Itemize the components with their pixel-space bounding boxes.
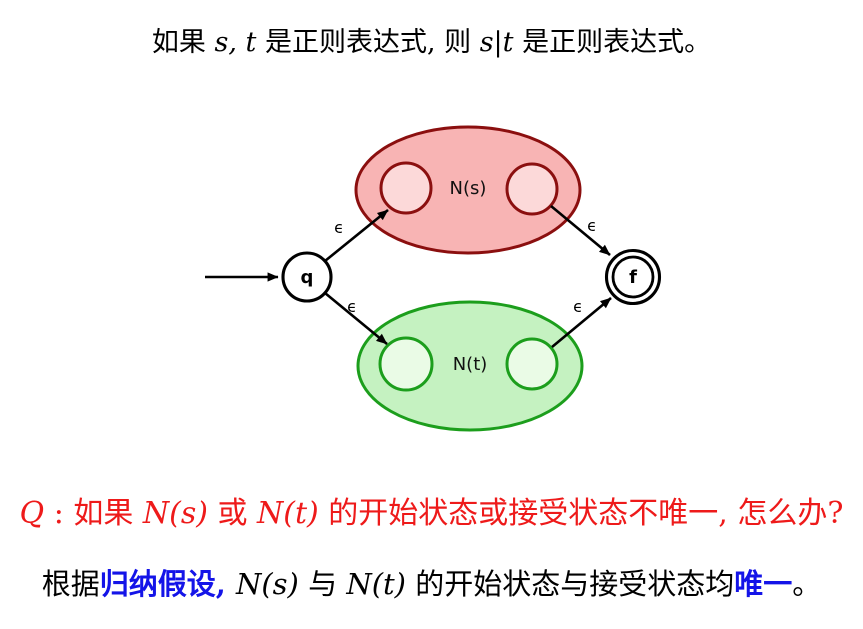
nt-start-state <box>378 336 434 392</box>
nt-component-ellipse <box>356 300 584 432</box>
question-math-ns: N(s) <box>142 496 208 531</box>
ns-start-state <box>379 161 433 215</box>
start-state-q-label: q <box>301 267 314 288</box>
start-state-q-circle <box>281 251 333 303</box>
statement-math-s-t: s, t <box>214 27 257 58</box>
answer-text-cjk-3: 的开始状态与接受状态均 <box>405 567 735 601</box>
nt-accept-state <box>505 337 559 391</box>
epsilon-label-nt-f: ϵ <box>573 297 583 316</box>
answer-math-ns: N(s) <box>235 567 299 601</box>
answer-line: 根据归纳假设, N(s) 与 N(t) 的开始状态与接受状态均唯一。 <box>0 566 863 602</box>
statement-line: 如果 s, t 是正则表达式, 则 s|t 是正则表达式。 <box>0 26 863 60</box>
nt-label: N(t) <box>453 354 488 375</box>
answer-text-cjk-2: 与 <box>298 567 347 601</box>
statement-text-cjk-1: 如果 <box>151 27 215 58</box>
edge-q-to-ns <box>324 208 389 263</box>
question-line: Q : 如果 N(s) 或 N(t) 的开始状态或接受状态不唯一, 怎么办? <box>0 495 863 533</box>
question-text-cjk-3: 的开始状态或接受状态不唯一, 怎么办? <box>318 496 844 531</box>
final-state-f-inner-circle <box>611 255 655 299</box>
question-text-cjk-1: : 如果 <box>44 496 143 531</box>
edge-q-to-nt <box>324 291 388 346</box>
answer-highlight-induction-hypothesis: 归纳假设, <box>99 567 236 601</box>
question-text-cjk-2: 或 <box>207 496 258 531</box>
statement-math-s-or-t: s|t <box>479 27 514 58</box>
answer-text-period: 。 <box>792 567 822 601</box>
edge-nt-to-f <box>551 296 612 349</box>
question-math-nt: N(t) <box>257 496 319 531</box>
edge-ns-to-f <box>550 204 611 257</box>
ns-component-ellipse <box>354 125 582 255</box>
epsilon-label-q-nt: ϵ <box>347 297 357 316</box>
epsilon-label-q-ns: ϵ <box>334 218 344 237</box>
ns-label: N(s) <box>450 178 487 199</box>
ns-accept-state <box>505 162 559 216</box>
answer-text-cjk-1: 根据 <box>41 567 100 601</box>
answer-math-nt: N(t) <box>346 567 406 601</box>
question-math-q: Q <box>19 496 45 531</box>
epsilon-label-ns-f: ϵ <box>587 216 597 235</box>
answer-highlight-unique: 唯一 <box>734 567 793 601</box>
final-state-f-label: f <box>629 267 637 288</box>
statement-text-cjk-3: 是正则表达式。 <box>513 27 712 58</box>
statement-text-cjk-2: 是正则表达式, 则 <box>256 27 480 58</box>
